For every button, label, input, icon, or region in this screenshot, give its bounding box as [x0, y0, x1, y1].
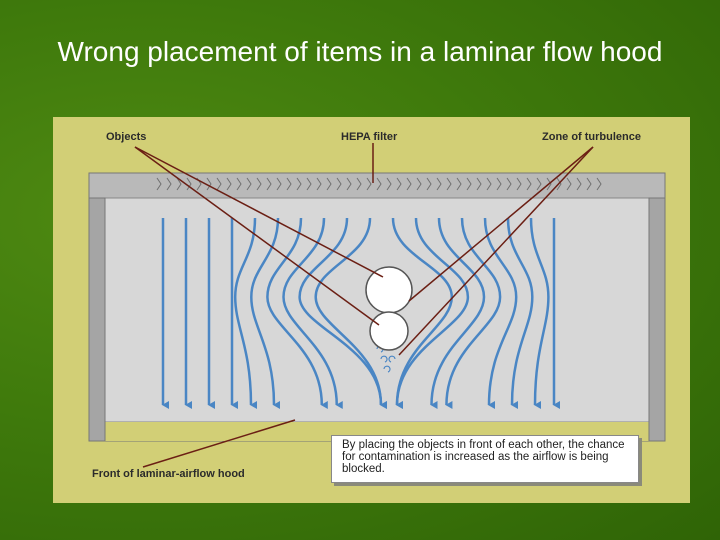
hepa-chevron — [246, 177, 252, 191]
airflow-line — [282, 217, 343, 409]
hepa-chevron — [176, 177, 182, 191]
hepa-chevron — [396, 177, 402, 191]
airflow-line — [395, 217, 470, 410]
airflow-line — [483, 217, 518, 410]
caption-text: By placing the objects in front of each … — [342, 439, 625, 475]
hepa-chevron — [256, 177, 262, 191]
airflow-line — [233, 217, 258, 409]
hepa-chevron — [206, 177, 212, 191]
leader-front — [142, 419, 296, 468]
hepa-chevron — [406, 177, 412, 191]
label-zone-of-turbulence: Zone of turbulence — [542, 131, 641, 143]
diagram-canvas — [88, 143, 666, 468]
hepa-chevron — [416, 177, 422, 191]
airflow-line — [250, 217, 281, 409]
hepa-chevron — [546, 177, 552, 191]
hepa-chevron — [576, 177, 582, 191]
hepa-chevron — [516, 177, 522, 191]
hepa-chevron — [316, 177, 322, 191]
leader-objects-2 — [134, 146, 380, 326]
hood-frame-top — [88, 172, 666, 199]
laminar-flow-diagram: Objects HEPA filter Zone of turbulence F… — [53, 117, 690, 503]
label-objects: Objects — [106, 131, 147, 143]
airflow-line — [266, 217, 328, 409]
hepa-chevron — [566, 177, 572, 191]
hepa-chevron — [296, 177, 302, 191]
hepa-chevron — [346, 177, 352, 191]
label-hepa-filter: HEPA filter — [341, 131, 398, 143]
hepa-chevron — [506, 177, 512, 191]
hepa-chevron — [536, 177, 542, 191]
hepa-chevron — [166, 177, 172, 191]
hepa-chevron — [276, 177, 282, 191]
hood-left-leg — [88, 197, 106, 442]
hepa-chevron — [586, 177, 592, 191]
hepa-chevron — [486, 177, 492, 191]
hepa-chevron — [326, 177, 332, 191]
hepa-chevron — [286, 177, 292, 191]
swirl — [380, 355, 388, 363]
label-front-of-hood: Front of laminar-airflow hood — [92, 468, 245, 480]
airflow-line — [529, 217, 550, 410]
leader-turbulence-1 — [408, 146, 594, 302]
slide-title: Wrong placement of items in a laminar fl… — [57, 36, 663, 67]
hepa-filter — [156, 177, 602, 191]
hepa-chevron — [226, 177, 232, 191]
hepa-chevron — [336, 177, 342, 191]
airflow-line — [506, 217, 534, 410]
hepa-chevron — [526, 177, 532, 191]
hepa-chevron — [366, 177, 372, 191]
hepa-chevron — [476, 177, 482, 191]
hepa-chevron — [236, 177, 242, 191]
hepa-chevron — [556, 177, 562, 191]
hepa-chevron — [596, 177, 602, 191]
caption-box: By placing the objects in front of each … — [331, 435, 639, 483]
airflow-line — [430, 217, 486, 410]
hood-right-leg — [648, 197, 666, 442]
airflow-line — [298, 217, 388, 409]
hepa-chevron — [266, 177, 272, 191]
hepa-chevron — [496, 177, 502, 191]
hepa-chevron — [216, 177, 222, 191]
leader-lines — [134, 143, 594, 468]
hepa-chevron — [386, 177, 392, 191]
object-front — [369, 311, 409, 351]
hepa-chevron — [306, 177, 312, 191]
hepa-chevron — [456, 177, 462, 191]
airflow-lines — [161, 217, 560, 410]
leader-turbulence-2 — [398, 146, 594, 356]
hepa-chevron — [376, 177, 382, 191]
hepa-chevron — [466, 177, 472, 191]
hepa-chevron — [356, 177, 362, 191]
swirl — [388, 355, 396, 363]
hepa-chevron — [186, 177, 192, 191]
hepa-chevron — [426, 177, 432, 191]
swirl — [383, 365, 391, 373]
hepa-chevron — [446, 177, 452, 191]
hepa-chevron — [436, 177, 442, 191]
hepa-chevron — [156, 177, 162, 191]
leader-objects-1 — [134, 146, 384, 278]
object-rear — [365, 266, 413, 314]
airflow-line — [314, 217, 388, 409]
airflow-line — [391, 217, 454, 410]
